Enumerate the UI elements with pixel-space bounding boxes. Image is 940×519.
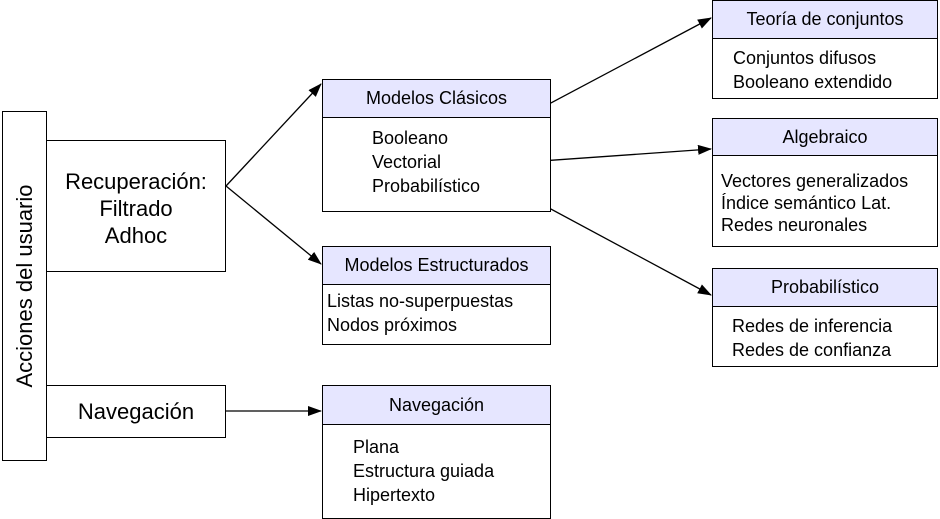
recuperacion-label: Recuperación: xyxy=(65,169,207,194)
clasicos-item-vectorial: Vectorial xyxy=(372,152,442,172)
recuperacion-box: Recuperación: Filtrado Adhoc xyxy=(46,140,226,272)
estructurados-item-nodos: Nodos próximos xyxy=(327,315,458,335)
modelos-clasicos-title: Modelos Clásicos xyxy=(323,80,550,118)
navegacion-item-plana: Plana xyxy=(353,437,400,457)
adhoc-label: Adhoc xyxy=(104,223,168,248)
probabilistico-panel: Probabilístico Redes de inferencia Redes… xyxy=(712,268,938,367)
navegacion-panel-title: Navegación xyxy=(323,386,550,425)
navegacion-panel: Navegación Plana Estructura guiada Hiper… xyxy=(322,385,551,519)
algebraico-title: Algebraico xyxy=(713,119,937,156)
arrow-recuperacion-to-estructurados xyxy=(225,185,322,265)
estructurados-item-listas: Listas no-superpuestas xyxy=(327,291,514,311)
probabilistico-item-inferencia: Redes de inferencia xyxy=(732,316,893,336)
algebraico-item-vectores: Vectores generalizados xyxy=(721,171,909,191)
modelos-clasicos-panel: Modelos Clásicos Booleano Vectorial Prob… xyxy=(322,79,551,212)
teoria-conjuntos-title: Teoría de conjuntos xyxy=(713,1,937,39)
acciones-usuario-label: Acciones del usuario xyxy=(11,184,37,388)
acciones-usuario-box: Acciones del usuario xyxy=(2,111,47,461)
probabilistico-item-confianza: Redes de confianza xyxy=(732,340,892,360)
probabilistico-title: Probabilístico xyxy=(713,269,937,307)
modelos-estructurados-panel: Modelos Estructurados Listas no-superpue… xyxy=(322,246,551,345)
algebraico-item-indice: Índice semántico Lat. xyxy=(721,193,892,213)
algebraico-panel: Algebraico Vectores generalizados Índice… xyxy=(712,118,938,247)
clasicos-item-probabilistico: Probabilístico xyxy=(372,176,481,196)
navegacion-action-box: Navegación xyxy=(46,385,226,438)
navegacion-item-hipertexto: Hipertexto xyxy=(353,485,436,505)
teoria-item-difusos: Conjuntos difusos xyxy=(733,48,877,68)
teoria-item-booleano-extendido: Booleano extendido xyxy=(733,72,893,92)
clasicos-item-booleano: Booleano xyxy=(372,128,449,148)
filtrado-label: Filtrado xyxy=(99,196,173,221)
navegacion-item-estructura: Estructura guiada xyxy=(353,461,495,481)
arrow-recuperacion-to-clasicos xyxy=(225,83,322,187)
navegacion-action-label: Navegación xyxy=(77,399,195,424)
modelos-estructurados-title: Modelos Estructurados xyxy=(323,247,550,285)
teoria-conjuntos-panel: Teoría de conjuntos Conjuntos difusos Bo… xyxy=(712,0,938,99)
algebraico-item-redes: Redes neuronales xyxy=(721,215,868,235)
